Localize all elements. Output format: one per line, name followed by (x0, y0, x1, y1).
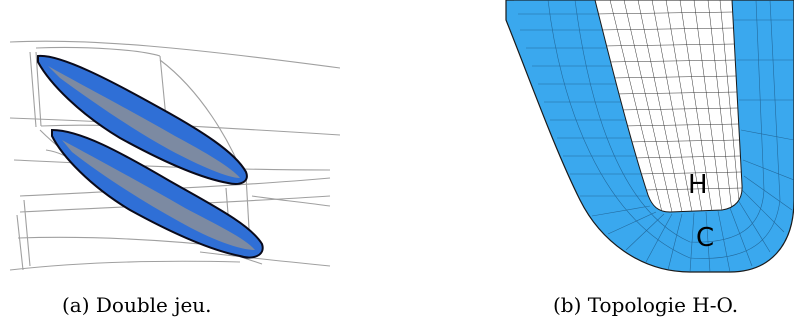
label-c: C (696, 223, 714, 253)
figure-panel-double-jeu (0, 0, 341, 275)
o-mesh-grid (514, 0, 794, 272)
label-h: H (688, 170, 708, 200)
upper-blade (37, 54, 248, 185)
h-mesh-grid (595, 0, 743, 212)
figure-panel-topologie-ho: H C (500, 0, 794, 275)
lower-blade (51, 128, 264, 259)
caption-topologie-ho: (b) Topologie H-O. (553, 293, 739, 317)
ho-topology-mesh-illustration: H C (505, 0, 794, 273)
h-mesh-region (594, 0, 743, 213)
caption-double-jeu: (a) Double jeu. (62, 293, 212, 317)
double-gap-mesh-illustration (9, 40, 341, 271)
